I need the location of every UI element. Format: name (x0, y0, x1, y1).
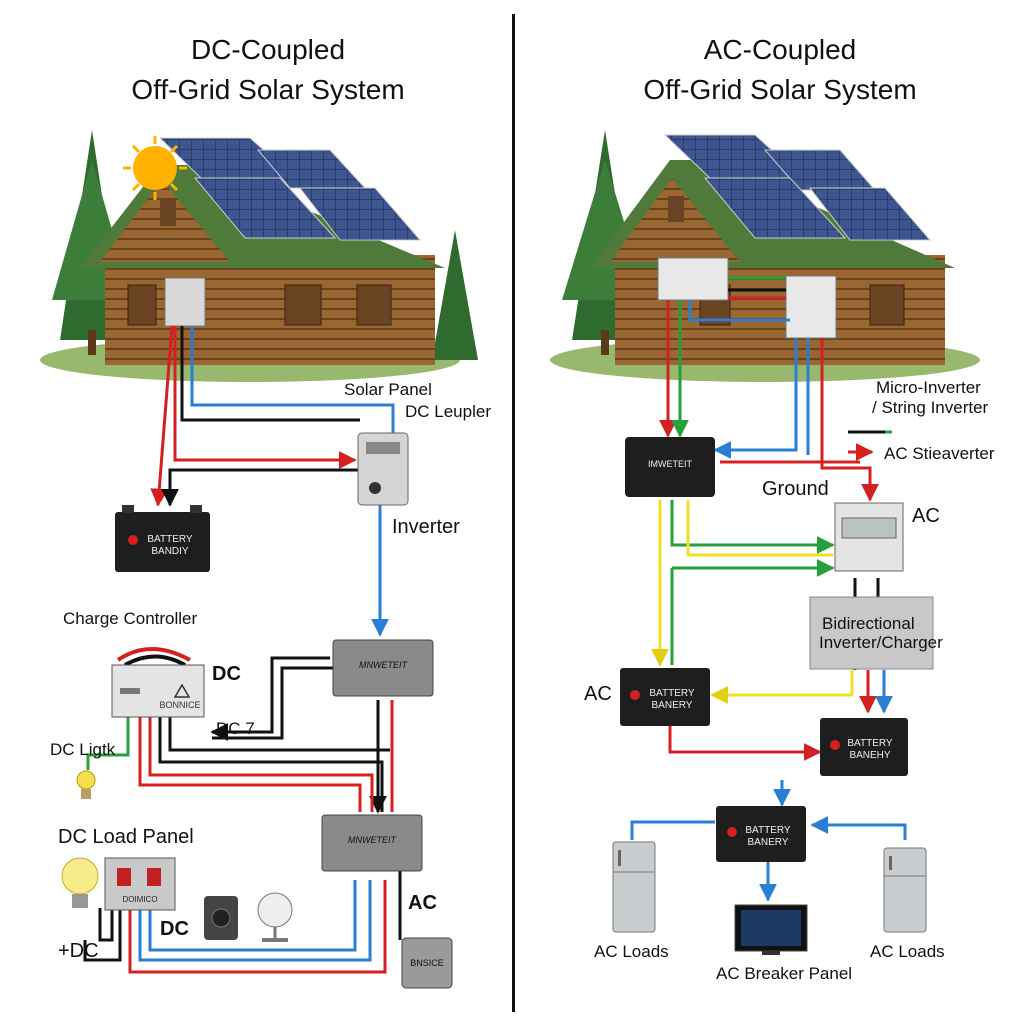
load-panel-text: DOIMICO (122, 895, 157, 904)
dc-load-bulb-icon (61, 857, 99, 908)
left-breaker-box: BNSICE (401, 937, 453, 989)
center-divider (512, 14, 515, 1012)
label-bidirectional-2: Inverter/Charger (819, 633, 943, 652)
label-plus-dc: +DC (58, 940, 99, 962)
left-inverter-2-text: MNWETEIT (348, 835, 397, 845)
label-ac-top: AC (912, 505, 940, 527)
left-title: DC-Coupled Off-Grid Solar System (58, 30, 478, 110)
dc-coupler-box (357, 432, 409, 506)
right-breaker-box (785, 275, 837, 339)
left-battery-text-2: BANDIY (151, 546, 189, 557)
label-ac-stieaverter: AC Stieaverter (884, 444, 995, 463)
left-wires (83, 325, 402, 974)
charge-controller: BONNICE (111, 647, 205, 718)
right-wall-box (657, 257, 729, 301)
label-ac-breaker-panel: AC Breaker Panel (716, 964, 853, 983)
fan-icon (257, 892, 293, 942)
label-ground: Ground (762, 478, 829, 500)
sun-icon (123, 136, 187, 200)
right-battery-3-text-1: BATTERY (745, 825, 791, 836)
left-title-line2: Off-Grid Solar System (131, 74, 405, 105)
right-battery-1-text-1: BATTERY (649, 688, 695, 699)
label-bidirectional-1: Bidirectional (822, 614, 915, 633)
right-inverter: IMWETEIT (625, 437, 715, 497)
left-inverter-1-text: MNWETEIT (359, 660, 408, 670)
speaker-icon (204, 896, 238, 940)
refrigerator-icon-left (612, 841, 656, 933)
label-dc7: DC 7 (216, 719, 255, 738)
left-battery-text-1: BATTERY (147, 534, 193, 545)
refrigerator-icon-right (883, 847, 927, 933)
controller-text: BONNICE (159, 700, 200, 710)
right-title-line2: Off-Grid Solar System (643, 74, 917, 105)
label-ac-right-left: AC (584, 683, 612, 705)
tv-icon (734, 904, 808, 955)
label-dc-load-panel: DC Load Panel (58, 826, 194, 848)
label-ac-left: AC (408, 892, 437, 914)
bidirectional-box (809, 596, 934, 670)
label-dc-2: DC (160, 918, 189, 940)
left-title-line1: DC-Coupled (190, 34, 346, 65)
breaker-text: BNSICE (410, 958, 444, 968)
left-inverter-2: MNWETEIT (321, 814, 423, 872)
label-inverter: Inverter (392, 516, 460, 538)
label-micro-inverter-1: Micro-Inverter (876, 378, 981, 397)
left-inverter-1: MNWETEIT (332, 639, 434, 697)
dc-load-panel: DOIMICO (104, 857, 176, 911)
right-solar-panels (663, 134, 932, 241)
left-battery: BATTERY BANDIY (115, 505, 210, 572)
left-cabin (40, 130, 478, 382)
right-cabin (550, 130, 980, 382)
dc-light-bulb-icon (76, 770, 96, 799)
right-battery-2: BATTERY BANEHY (820, 718, 908, 776)
right-battery-1-text-2: BANERY (652, 700, 693, 711)
label-micro-inverter-2: / String Inverter (872, 398, 989, 417)
ac-meter-panel (834, 502, 904, 572)
label-solar-panel: Solar Panel (344, 380, 432, 399)
label-dc-coupler: DC Leupler (405, 402, 491, 421)
label-ac-loads-left: AC Loads (594, 942, 669, 961)
right-battery-3-text-2: BANERY (748, 837, 789, 848)
label-ac-loads-right: AC Loads (870, 942, 945, 961)
right-wires (630, 276, 907, 902)
right-battery-1: BATTERY BANERY (620, 668, 710, 726)
label-dc: DC (212, 663, 241, 685)
right-title: AC-Coupled Off-Grid Solar System (570, 30, 990, 110)
left-tree-icon-2 (432, 230, 478, 360)
right-battery-3: BATTERY BANERY (716, 806, 806, 862)
right-title-line1: AC-Coupled (703, 34, 857, 65)
right-battery-2-text-2: BANEHY (849, 750, 890, 761)
right-inverter-text: IMWETEIT (648, 459, 692, 469)
label-charge-controller: Charge Controller (63, 609, 198, 628)
right-battery-2-text-1: BATTERY (847, 738, 893, 749)
junction-box (164, 277, 206, 327)
left-solar-panels (158, 137, 422, 241)
label-dc-light: DC Ligtk (50, 740, 116, 759)
